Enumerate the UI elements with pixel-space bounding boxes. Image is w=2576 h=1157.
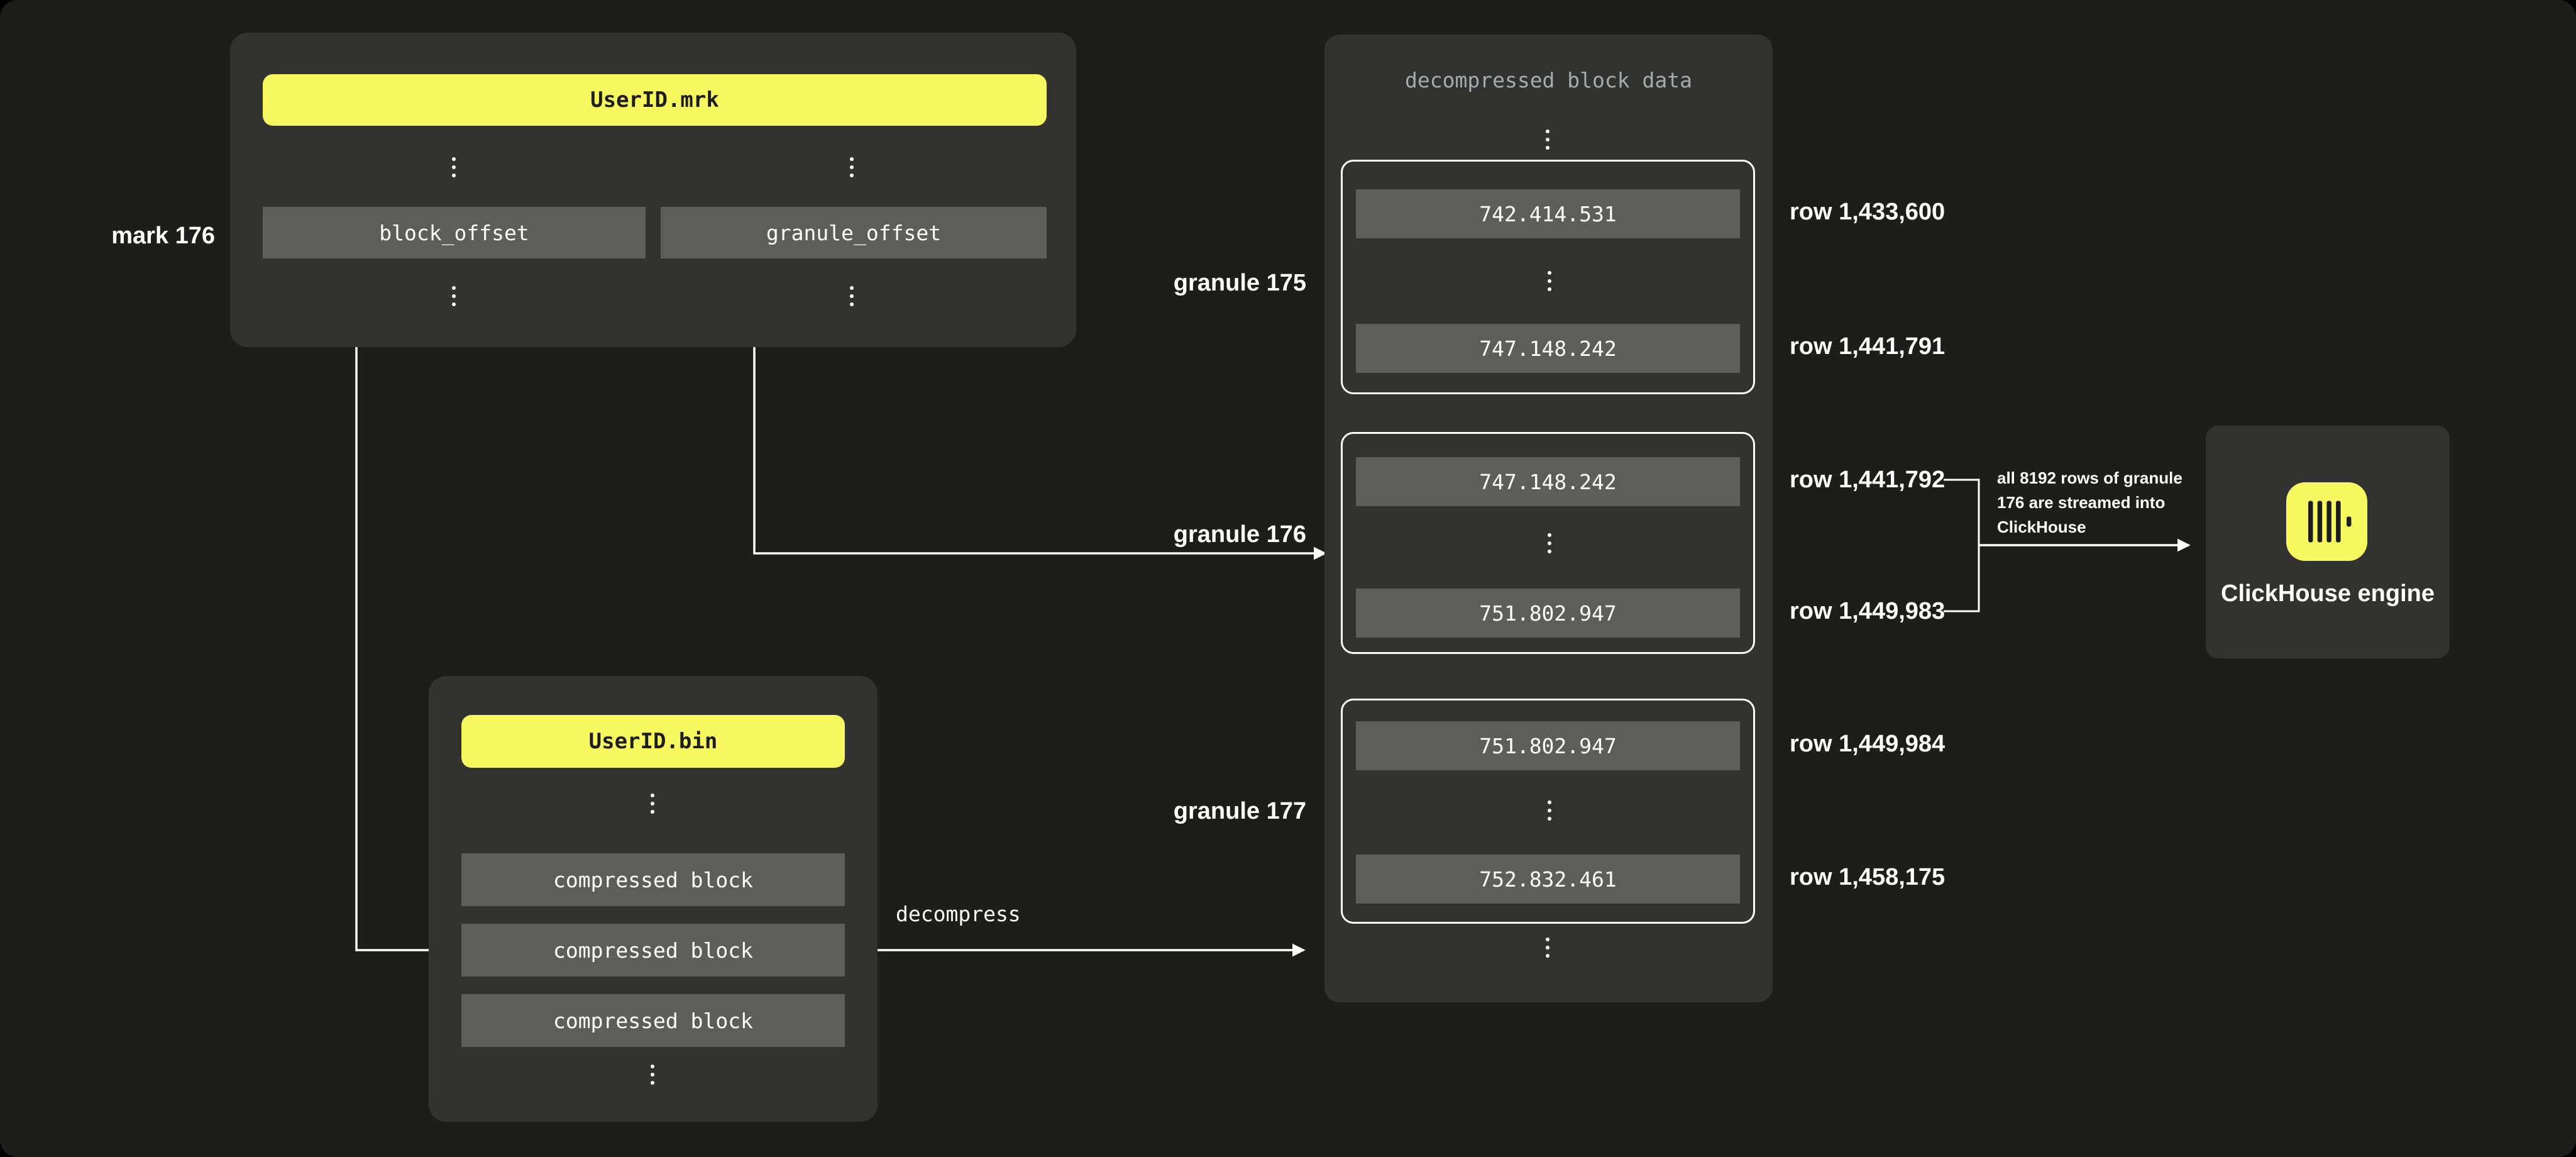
- granule-176-box: 747.148.242 751.802.947: [1341, 432, 1755, 654]
- bracket-granule-176-rows: [1944, 479, 1980, 612]
- ellipsis-icon: [1548, 271, 1551, 291]
- block-offset-field: block_offset: [263, 207, 646, 258]
- decompressed-block-panel: decompressed block data 742.414.531 747.…: [1324, 35, 1773, 1002]
- granule-176-label: granule 176: [1173, 521, 1306, 548]
- bin-file-panel: UserID.bin compressed block compressed b…: [429, 676, 878, 1122]
- annotation-line: ClickHouse: [1997, 518, 2086, 536]
- row-label-1441791: row 1,441,791: [1790, 333, 1946, 360]
- granule-177-first-value: 751.802.947: [1356, 721, 1740, 770]
- ellipsis-icon: [651, 1065, 654, 1085]
- mrk-file-panel: UserID.mrk block_offset granule_offset: [230, 33, 1076, 347]
- clickhouse-engine-panel: ClickHouse engine: [2206, 426, 2450, 658]
- ellipsis-icon: [850, 157, 854, 177]
- clickhouse-engine-label: ClickHouse engine: [2221, 580, 2435, 607]
- granule-177-label: granule 177: [1173, 798, 1306, 824]
- granule-175-last-value: 747.148.242: [1356, 324, 1740, 373]
- bin-file-title: UserID.bin: [461, 715, 845, 768]
- ellipsis-icon: [452, 286, 456, 306]
- decompressed-panel-title: decompressed block data: [1405, 68, 1692, 92]
- row-label-1449984: row 1,449,984: [1790, 731, 1946, 757]
- row-label-1433600: row 1,433,600: [1790, 199, 1946, 225]
- granule-177-box: 751.802.947 752.832.461: [1341, 699, 1755, 924]
- compressed-block-3: compressed block: [461, 994, 845, 1047]
- decompress-label: decompress: [896, 902, 1021, 926]
- mark-176-label: mark 176: [111, 223, 215, 249]
- ellipsis-icon: [651, 794, 654, 814]
- granule-175-box: 742.414.531 747.148.242: [1341, 160, 1755, 394]
- ellipsis-icon: [1546, 130, 1549, 150]
- row-label-1441792: row 1,441,792: [1790, 467, 1946, 493]
- stream-annotation: all 8192 rows of granule 176 are streame…: [1997, 466, 2223, 540]
- ellipsis-icon: [1548, 533, 1551, 553]
- ellipsis-icon: [1546, 938, 1549, 958]
- ellipsis-icon: [452, 157, 456, 177]
- ellipsis-icon: [850, 286, 854, 306]
- compressed-block-2: compressed block: [461, 924, 845, 977]
- granule-175-label: granule 175: [1173, 270, 1306, 296]
- granule-offset-field: granule_offset: [661, 207, 1047, 258]
- annotation-line: 176 are streamed into: [1997, 493, 2166, 512]
- annotation-line: all 8192 rows of granule: [1997, 468, 2182, 487]
- compressed-block-1: compressed block: [461, 853, 845, 906]
- mrk-file-title: UserID.mrk: [263, 74, 1047, 126]
- granule-175-first-value: 742.414.531: [1356, 189, 1740, 238]
- granule-176-first-value: 747.148.242: [1356, 457, 1740, 506]
- clickhouse-logo-icon: [2286, 482, 2367, 561]
- row-label-1449983: row 1,449,983: [1790, 598, 1946, 624]
- row-label-1458175: row 1,458,175: [1790, 864, 1946, 890]
- granule-177-last-value: 752.832.461: [1356, 855, 1740, 904]
- granule-176-last-value: 751.802.947: [1356, 589, 1740, 638]
- ellipsis-icon: [1548, 800, 1551, 821]
